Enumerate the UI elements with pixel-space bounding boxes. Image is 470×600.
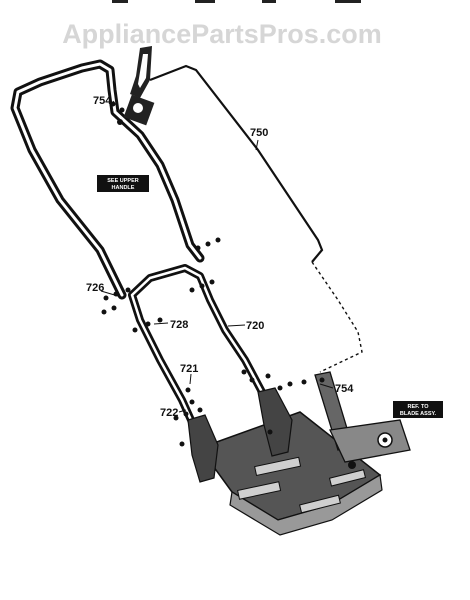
top-edge-fragments (112, 0, 361, 3)
callout-754-right: 754 (335, 383, 354, 395)
callout-720: 720 (246, 320, 264, 332)
callout-721: 721 (180, 363, 198, 375)
callout-750: 750 (250, 127, 268, 139)
blade-assembly-tag: REF. TO BLADE ASSY. (393, 401, 443, 418)
blade-linkage (314, 371, 411, 463)
callout-722: 722 (160, 407, 178, 419)
deck-bracket (187, 387, 383, 536)
callout-728: 728 (170, 319, 188, 331)
leader-lines (100, 100, 334, 413)
handle-grip (123, 46, 155, 126)
hardware (101, 101, 325, 447)
control-cable (149, 64, 363, 373)
upper-handle-tag: SEE UPPER HANDLE (97, 175, 149, 192)
svg-text:BLADE ASSY.: BLADE ASSY. (400, 411, 437, 417)
lower-handle (128, 264, 274, 444)
svg-text:SEE UPPER: SEE UPPER (107, 178, 139, 184)
watermark: AppliancePartsPros.com (62, 19, 382, 49)
svg-text:HANDLE: HANDLE (112, 185, 135, 191)
callout-754-top: 754 (93, 95, 112, 107)
svg-text:REF. TO: REF. TO (408, 404, 430, 410)
upper-handle (10, 59, 205, 300)
callout-726: 726 (86, 282, 104, 294)
